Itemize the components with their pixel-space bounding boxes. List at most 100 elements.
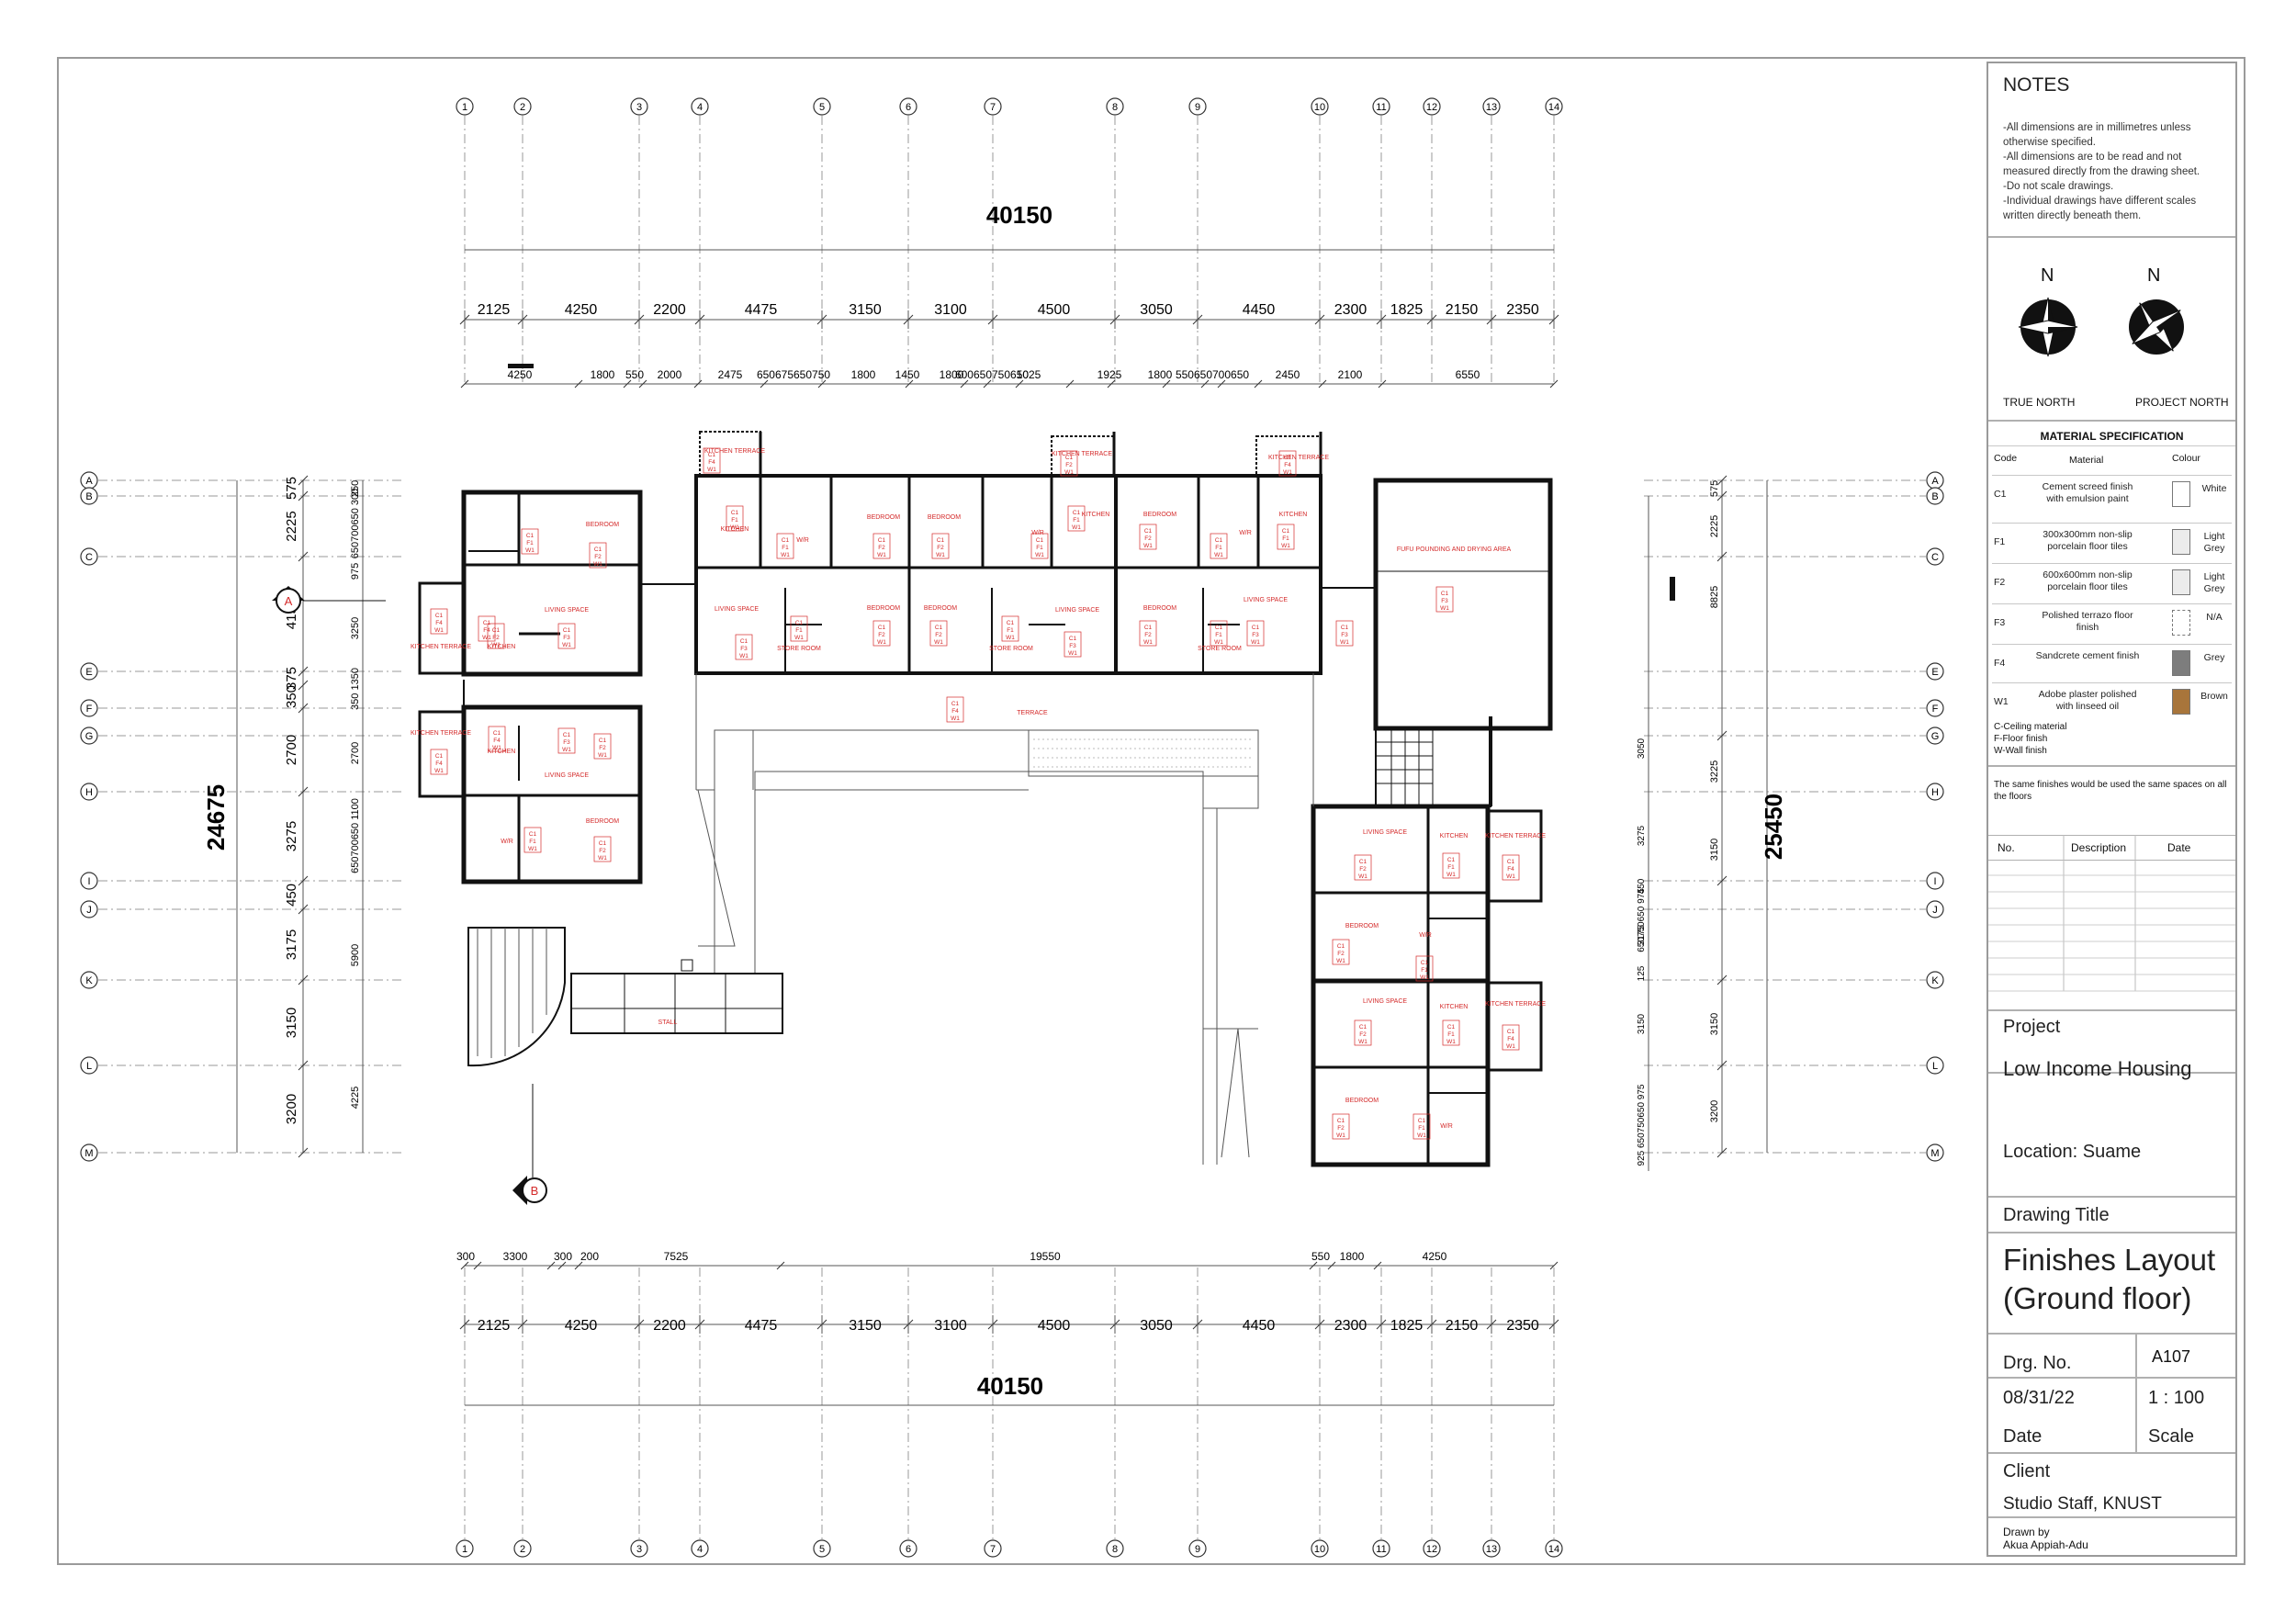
svg-text:14: 14: [1548, 1544, 1559, 1555]
date-scale-row: 08/31/22 Date 1 : 100 Scale: [1988, 1377, 2235, 1454]
client-value: Studio Staff, KNUST: [2003, 1494, 2162, 1514]
svg-text:F1: F1: [1447, 864, 1455, 871]
svg-text:W1: W1: [1358, 873, 1367, 880]
svg-text:F3: F3: [740, 646, 748, 652]
sheet-border: [57, 57, 2245, 1565]
grid-bubble-col-10: 10: [1311, 97, 1329, 116]
room-label: KITCHEN: [488, 644, 516, 650]
svg-text:F1: F1: [1282, 535, 1289, 542]
svg-text:C1: C1: [1507, 859, 1515, 865]
material-swatch: [2172, 610, 2190, 636]
grid-bubble-row-L: L: [1926, 1056, 1944, 1075]
drawing-title-label: Drawing Title: [2003, 1205, 2110, 1225]
svg-text:2: 2: [520, 102, 525, 113]
svg-text:C1: C1: [1418, 1118, 1426, 1124]
dim-label: 2350: [1506, 1318, 1539, 1334]
svg-text:C1: C1: [1069, 636, 1077, 642]
svg-text:M: M: [84, 1148, 93, 1159]
dim-label: 3050: [1637, 738, 1647, 759]
east-unit-lower: [1311, 978, 1491, 1167]
dim-label: 4450: [1243, 302, 1276, 318]
svg-text:4: 4: [697, 102, 703, 113]
true-north-label: TRUE NORTH: [2003, 396, 2076, 409]
svg-text:W1: W1: [528, 846, 537, 852]
grid-bubble-row-H: H: [1926, 783, 1944, 801]
dim-label: 3100: [934, 1318, 967, 1334]
grid-bubble-col-5: 5: [813, 97, 831, 116]
material-code: W1: [1994, 696, 2009, 707]
svg-text:I: I: [1933, 876, 1936, 887]
grid-bubble-col-14: 14: [1545, 97, 1563, 116]
grid-bubble-row-J: J: [1926, 900, 1944, 918]
svg-text:W1: W1: [1340, 639, 1349, 646]
drg-no-row: Drg. No. A107: [1988, 1333, 2235, 1379]
room-label: BEDROOM: [1345, 1098, 1379, 1104]
svg-text:W1: W1: [877, 639, 886, 646]
dim-label: 2700: [284, 735, 299, 765]
svg-text:C1: C1: [483, 620, 491, 626]
dim-label: 8825: [1709, 586, 1720, 608]
svg-text:F4: F4: [435, 620, 443, 626]
svg-text:F1: F1: [795, 627, 803, 634]
drawn-by-section: Drawn by Akua Appiah-Adu: [1988, 1516, 2235, 1551]
svg-text:C1: C1: [1441, 591, 1449, 597]
dim-label: 4450: [1243, 1318, 1276, 1334]
project-north-label: PROJECT NORTH: [2135, 396, 2229, 409]
terrace-paving: [1033, 738, 1254, 768]
section-marker-a: A: [272, 586, 386, 614]
svg-text:W1: W1: [739, 653, 748, 659]
material-code: C1: [1994, 489, 2007, 500]
svg-text:C1: C1: [878, 625, 886, 631]
mat-header-colour: Colour: [2172, 453, 2200, 464]
svg-text:W1: W1: [1143, 639, 1153, 646]
west-spiral-stair: [467, 927, 566, 1067]
svg-text:W1: W1: [1420, 974, 1429, 981]
svg-text:F3: F3: [1341, 632, 1348, 638]
svg-text:F4: F4: [951, 708, 959, 715]
grid-bubble-col-5: 5: [813, 1539, 831, 1558]
grid-bubble-col-3: 3: [630, 97, 648, 116]
svg-text:W1: W1: [1214, 639, 1223, 646]
material-swatch: [2172, 650, 2190, 676]
room-label: BEDROOM: [1345, 923, 1379, 929]
stall: [570, 973, 783, 1034]
room-label: LIVING SPACE: [1244, 597, 1288, 603]
room-label: W/R: [1239, 530, 1252, 536]
dim-label: 4250: [1423, 1250, 1447, 1263]
svg-text:F4: F4: [435, 760, 443, 767]
notes-section: NOTES -All dimensions are in millimetres…: [1988, 63, 2235, 238]
svg-text:C1: C1: [782, 537, 790, 544]
material-colour: Light Grey: [2203, 571, 2225, 594]
dim-label: 1025: [1017, 368, 1041, 381]
room-label: KITCHEN TERRACE: [411, 730, 471, 737]
dim-label: 550: [1311, 1250, 1330, 1263]
svg-text:C1: C1: [1337, 1118, 1345, 1124]
svg-text:W1: W1: [1281, 543, 1290, 549]
svg-text:1: 1: [462, 1544, 467, 1555]
room-label: KITCHEN: [721, 526, 749, 533]
revision-table: No. Description Date: [1988, 835, 2235, 1074]
svg-text:F1: F1: [782, 545, 789, 551]
material-desc: Sandcrete cement finish: [2035, 650, 2140, 661]
svg-text:W1: W1: [1035, 552, 1044, 558]
legend-ceiling: C-Ceiling material: [1994, 722, 2067, 732]
svg-text:5: 5: [819, 1544, 825, 1555]
dim-label: 300: [554, 1250, 572, 1263]
svg-text:F2: F2: [1065, 462, 1073, 468]
grid-bubble-col-2: 2: [513, 97, 532, 116]
svg-text:7: 7: [990, 102, 996, 113]
dim-label: 4250: [508, 368, 533, 381]
grid-bubble-row-L: L: [80, 1056, 98, 1075]
